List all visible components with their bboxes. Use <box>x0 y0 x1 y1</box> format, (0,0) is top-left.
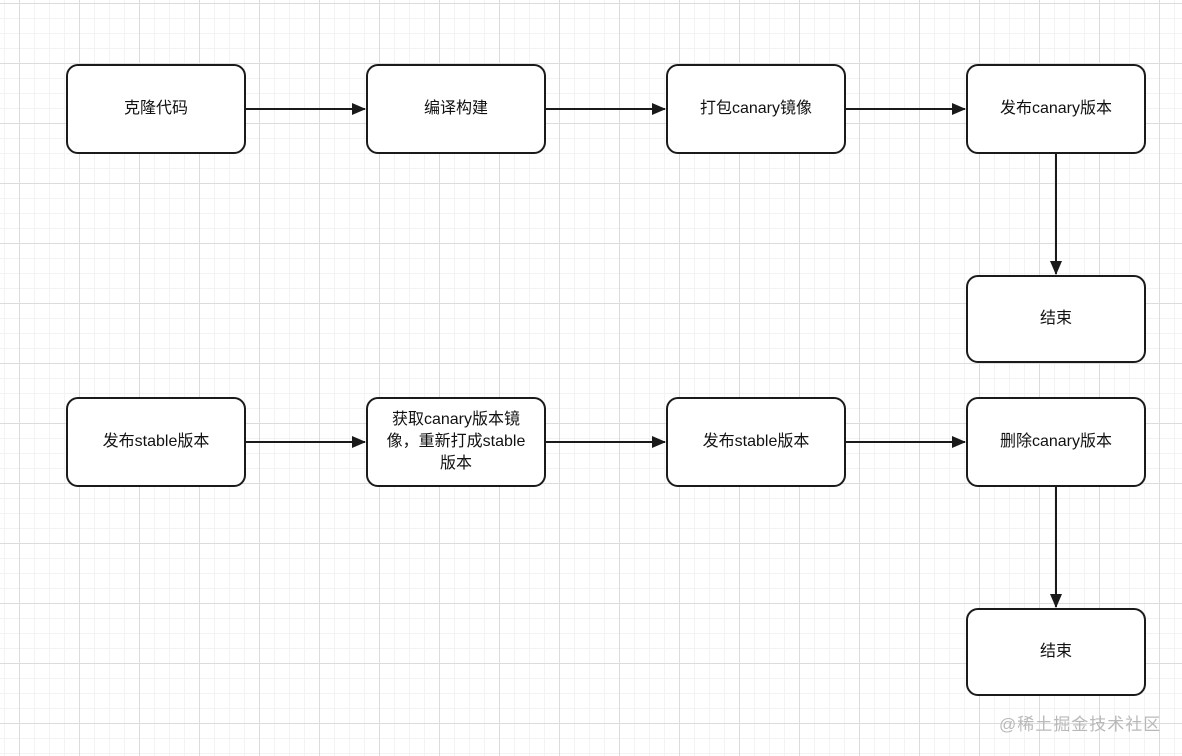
node-release-canary-version-label: 发布canary版本 <box>999 100 1113 117</box>
node-end-canary-label: 结束 <box>1039 310 1072 327</box>
node-compile-build-label: 编译构建 <box>423 100 488 117</box>
node-delete-canary-version-label: 删除canary版本 <box>999 433 1113 450</box>
watermark: @稀土掘金技术社区 <box>999 715 1162 734</box>
node-release-stable-version: 发布stable版本 <box>66 397 246 487</box>
node-release-stable-version-2: 发布stable版本 <box>666 397 846 487</box>
node-get-canary-image-repack-stable-label: 获取canary版本镜像，重新打成stable版本 <box>386 411 526 472</box>
node-end-canary: 结束 <box>966 275 1146 363</box>
node-package-canary-image-label: 打包canary镜像 <box>699 100 813 117</box>
node-delete-canary-version: 删除canary版本 <box>966 397 1146 487</box>
node-release-canary-version: 发布canary版本 <box>966 64 1146 154</box>
node-release-stable-version-label: 发布stable版本 <box>102 433 210 450</box>
node-end-stable-label: 结束 <box>1039 643 1072 660</box>
node-clone-code: 克隆代码 <box>66 64 246 154</box>
node-end-stable: 结束 <box>966 608 1146 696</box>
node-compile-build: 编译构建 <box>366 64 546 154</box>
node-clone-code-label: 克隆代码 <box>123 100 188 117</box>
node-release-stable-version-2-label: 发布stable版本 <box>702 433 810 450</box>
node-get-canary-image-repack-stable: 获取canary版本镜像，重新打成stable版本 <box>366 397 546 487</box>
node-package-canary-image: 打包canary镜像 <box>666 64 846 154</box>
